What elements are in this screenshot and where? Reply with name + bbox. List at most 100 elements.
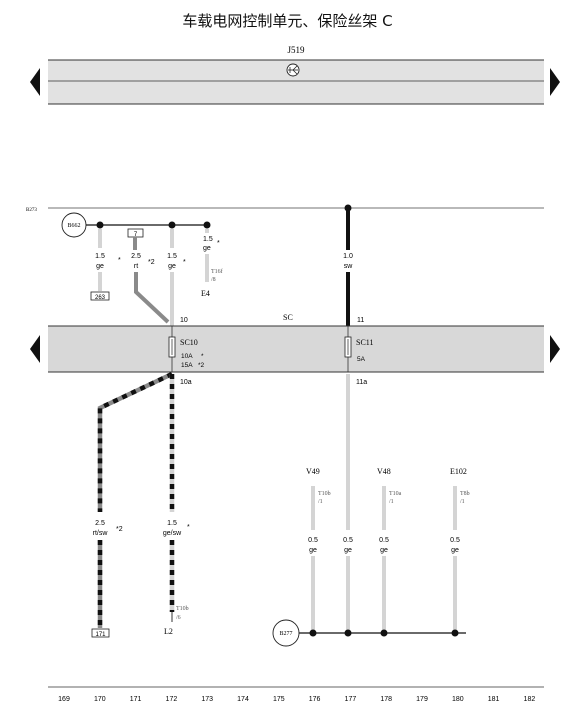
wire-177-ge-color: ge <box>344 547 352 554</box>
scale-number: 172 <box>166 696 178 703</box>
wire-v48-color: ge <box>380 547 388 554</box>
fuse-sc10-label: SC10 <box>180 338 198 347</box>
wire-171-size: 2.5 <box>131 253 141 260</box>
connector-t10b-l2-pin: /6 <box>176 615 181 621</box>
control-unit-band: J519 <box>30 45 560 105</box>
wire-177-size: 1.0 <box>343 253 353 260</box>
scale-number: 170 <box>94 696 106 703</box>
terminal-box-7[interactable]: 7 <box>127 228 144 238</box>
wire-ge-sw-star: * <box>187 524 190 531</box>
junction-dot <box>451 629 459 637</box>
component-v48[interactable]: V48 <box>377 467 391 476</box>
pin-10a-label: 10a <box>180 379 192 386</box>
connector-b277[interactable]: B277 <box>272 619 300 647</box>
wire-172-size: 1.5 <box>167 253 177 260</box>
page-prev-arrow-icon[interactable] <box>30 335 40 363</box>
wire-e102-color: ge <box>451 547 459 554</box>
control-unit-label: J519 <box>287 45 305 55</box>
junction-dot <box>168 221 176 229</box>
svg-text:7: 7 <box>134 232 138 238</box>
component-l2[interactable]: L2 <box>164 627 173 636</box>
fuse-sc10-rating-a-star: * <box>201 353 204 360</box>
component-e102[interactable]: E102 <box>450 467 467 476</box>
junction-dot <box>309 629 317 637</box>
scale-number: 181 <box>488 696 500 703</box>
scale-number: 179 <box>416 696 428 703</box>
scale-number: 177 <box>345 696 357 703</box>
pin-11a-label: 11a <box>356 379 367 386</box>
connector-t16f-pin: /8 <box>211 277 216 283</box>
wire-173-star: * <box>217 240 220 247</box>
scale-number: 178 <box>380 696 392 703</box>
wire-171-lower <box>134 272 170 324</box>
wire-rt-sw-note: *2 <box>116 526 123 533</box>
page-next-arrow-icon[interactable] <box>550 335 560 363</box>
wire-171-note: *2 <box>148 259 155 266</box>
wire-177-ge-size: 0.5 <box>343 537 353 544</box>
wire-172-star: * <box>183 259 186 266</box>
scale-number: 176 <box>309 696 321 703</box>
fuse-sc11-rating: 5A <box>357 356 366 363</box>
component-e4[interactable]: E4 <box>201 289 210 298</box>
page-prev-arrow-icon[interactable] <box>30 68 40 96</box>
wire-172-color: ge <box>168 263 176 270</box>
connector-t8b-pin: /1 <box>460 499 465 505</box>
fuse-band-bg <box>48 326 544 372</box>
fuse-band <box>30 325 560 373</box>
wire-ge-sw-color: ge/sw <box>163 530 182 537</box>
scale-number: 180 <box>452 696 464 703</box>
connector-t16f: T16f <box>211 268 223 275</box>
svg-text:171: 171 <box>95 632 106 638</box>
scale-number: 175 <box>273 696 285 703</box>
connector-t10b: T10b <box>318 491 331 497</box>
wire-170-star: * <box>118 257 121 264</box>
wire-173-color: ge <box>203 245 211 252</box>
junction-dot <box>344 629 352 637</box>
fuse-sc11-label: SC11 <box>356 338 374 347</box>
page-title: 车载电网控制单元、保险丝架 C <box>182 12 393 30</box>
wire-177-color: sw <box>344 263 354 270</box>
connector-t10a-pin: /1 <box>389 499 394 505</box>
page-next-arrow-icon[interactable] <box>550 68 560 96</box>
connector-t8b: T8b <box>460 491 470 497</box>
connector-t10b-l2: T10b <box>176 606 189 612</box>
fuse-sc10-icon[interactable] <box>168 326 176 372</box>
connector-b662[interactable]: B662 <box>61 212 87 238</box>
wire-v49-color: ge <box>309 547 317 554</box>
bus-label: B273 <box>26 208 37 213</box>
fuse-block-label: SC <box>283 313 293 322</box>
fuse-sc10-rating-b: 15A <box>181 362 193 369</box>
wire-ge-sw-size: 1.5 <box>167 520 177 527</box>
ground-symbol-icon <box>286 63 300 77</box>
svg-text:B662: B662 <box>67 223 80 229</box>
wire-rt-sw <box>97 371 173 628</box>
connector-t10a: T10a <box>389 491 402 497</box>
pin-11-label: 11 <box>357 317 364 324</box>
wire-e102-size: 0.5 <box>450 537 460 544</box>
fuse-sc10-rating-a: 10A <box>181 353 193 360</box>
svg-text:B277: B277 <box>279 631 292 637</box>
pin-10-label: 10 <box>180 317 188 324</box>
wire-rt-sw-color: rt/sw <box>93 530 109 537</box>
scale-number: 173 <box>201 696 213 703</box>
scale-number: 171 <box>130 696 142 703</box>
terminal-box-263[interactable]: 263 <box>90 291 110 301</box>
scale-number: 169 <box>58 696 70 703</box>
terminal-box-171[interactable]: 171 <box>91 628 110 638</box>
svg-text:263: 263 <box>95 295 106 301</box>
component-v49[interactable]: V49 <box>306 467 320 476</box>
wire-v48-size: 0.5 <box>379 537 389 544</box>
wire-171-color: rt <box>134 263 138 270</box>
wire-170-color: ge <box>96 263 104 270</box>
junction-dot <box>96 221 104 229</box>
scale-number: 174 <box>237 696 249 703</box>
wire-v49-size: 0.5 <box>308 537 318 544</box>
wire-rt-sw-size: 2.5 <box>95 520 105 527</box>
scale-number: 182 <box>524 696 536 703</box>
fuse-sc10-rating-b-note: *2 <box>198 362 205 369</box>
wire-173-size: 1.5 <box>203 236 213 243</box>
fuse-sc11-icon[interactable] <box>344 326 352 372</box>
wire-170-size: 1.5 <box>95 253 105 260</box>
connector-t10b-pin: /1 <box>318 499 323 505</box>
